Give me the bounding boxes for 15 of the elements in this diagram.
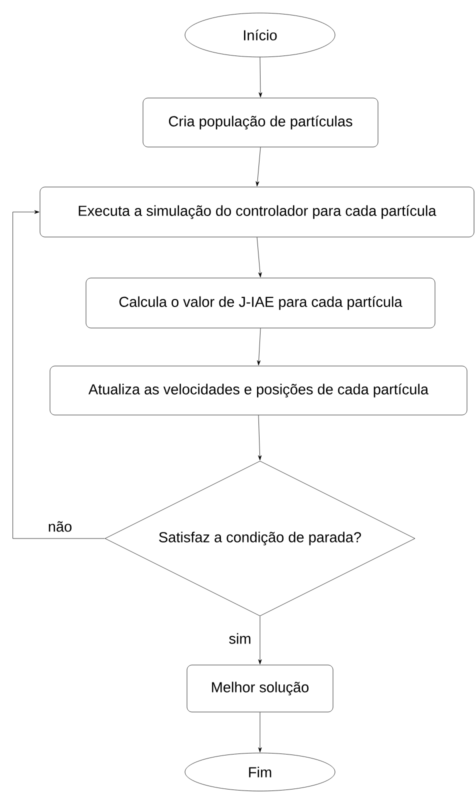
arrow [258,415,262,460]
process-box: Melhor solução [186,664,334,712]
process-box: Atualiza as velocidades e posições de cada partícula [50,366,468,416]
arrow [256,237,262,278]
arrow [257,328,261,366]
arrow [12,210,105,539]
arrow [258,712,262,752]
arrow [258,57,262,98]
arrow [256,147,261,186]
process-box: Executa a simulação do controlador para cada partícula [40,186,474,238]
edge-label: sim [228,632,252,645]
arrow [258,616,262,664]
process-box: Cria população de partículas [142,98,378,148]
process-box: Calcula o valor de J-IAE para cada partícula [86,278,436,328]
edge-label: não [46,520,74,533]
